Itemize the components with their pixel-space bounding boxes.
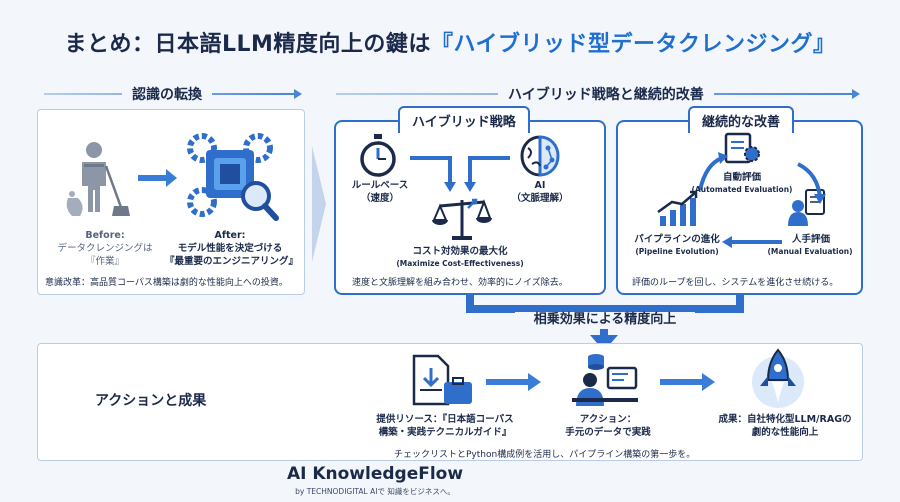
manual-eval-label: 人手評価 (791, 234, 830, 245)
ai-label: AI (534, 180, 546, 191)
ai-sub: （文脈理解） (511, 193, 569, 204)
action-title: アクションと成果 (95, 393, 207, 409)
title-part-1: まとめ：日本語LLM精度向上の鍵は (64, 32, 431, 57)
merge-arrows (410, 156, 510, 192)
section-chevron (312, 146, 326, 262)
cost-effect-en: (Maximize Cost-Effectiveness) (396, 259, 524, 268)
action-line-2: 手元のデータで実践 (565, 427, 651, 438)
action-arrow-2 (660, 373, 715, 391)
brand-tagline: by TECHNODIGITAL AIで 知識をビジネスへ。 (295, 487, 455, 496)
pipeline-en: (Pipeline Evolution) (635, 247, 719, 256)
rule-based-label: ルールベース (351, 180, 409, 191)
manual-eval-en: (Manual Evaluation) (767, 247, 853, 256)
continuous-note: 評価のループを回し、システムを進化させ続ける。 (632, 278, 839, 288)
stopwatch-icon (360, 134, 396, 177)
auto-eval-label: 自動評価 (722, 172, 761, 183)
hybrid-header-arrow (852, 89, 860, 99)
page-title: まとめ：日本語LLM精度向上の鍵は『ハイブリッド型データクレンジング』 (0, 26, 900, 58)
continuous-improvement-tab: 継続的な改善 (688, 106, 795, 133)
evaluation-loop-arrows (698, 152, 826, 248)
result-line-1: 成果：自社特化型LLM/RAGの (718, 414, 852, 425)
ai-brain-icon (520, 135, 560, 177)
resource-line-1: 提供リソース：『日本語コーパス (376, 414, 514, 425)
action-note: チェックリストとPython構成例を活用し、パイプライン構築の第一歩を。 (394, 450, 696, 460)
rocket-icon (752, 348, 804, 408)
hybrid-strategy-tab: ハイブリッド戦略 (398, 106, 530, 133)
developer-workstation-icon (572, 354, 638, 406)
rule-based-sub: （速度） (360, 193, 399, 204)
recognition-note: 意識改革：高品質コーパス構築は劇的な性能向上への投資。 (45, 278, 288, 288)
after-line-1: モデル性能を決定づける (177, 243, 283, 254)
growth-chart-icon (657, 190, 698, 226)
recognition-section-header: 認識の転換 (122, 84, 212, 104)
before-line-2: 『作業』 (85, 256, 124, 267)
before-line-1: データクレンジングは (57, 243, 153, 254)
balance-scale-icon (432, 198, 492, 240)
result-line-2: 劇的な性能向上 (751, 427, 819, 438)
brand-name: AI KnowledgeFlow (286, 464, 464, 484)
before-title: Before: (85, 230, 125, 241)
resource-line-2: 構築・実践テクニカルガイド』 (378, 427, 512, 438)
before-after-arrow (138, 169, 177, 187)
document-gear-icon (724, 132, 760, 164)
guide-document-briefcase-icon (412, 354, 472, 406)
auto-eval-en: (Automated Evaluation) (691, 185, 793, 194)
title-part-2: 『ハイブリッド型データクレンジング』 (430, 32, 836, 57)
pipeline-label: パイプラインの進化 (634, 234, 720, 245)
after-title: After: (214, 230, 246, 241)
synergy-label: 相乗効果による精度向上 (515, 312, 695, 329)
recognition-header-arrow (294, 89, 302, 99)
action-arrow-1 (486, 373, 541, 391)
gear-chip-magnifier-icon (187, 133, 279, 221)
cost-effect-label: コスト対効果の最大化 (412, 246, 508, 257)
hybrid-section-header: ハイブリッド戦略と継続的改善 (498, 84, 714, 104)
action-line-1: アクション： (579, 414, 637, 425)
hybrid-note: 速度と文脈理解を組み合わせ、効率的にノイズ除去。 (352, 278, 568, 288)
after-line-2: 『最重要のエンジニアリング』 (165, 256, 299, 267)
cleaning-person-icon (66, 142, 130, 216)
